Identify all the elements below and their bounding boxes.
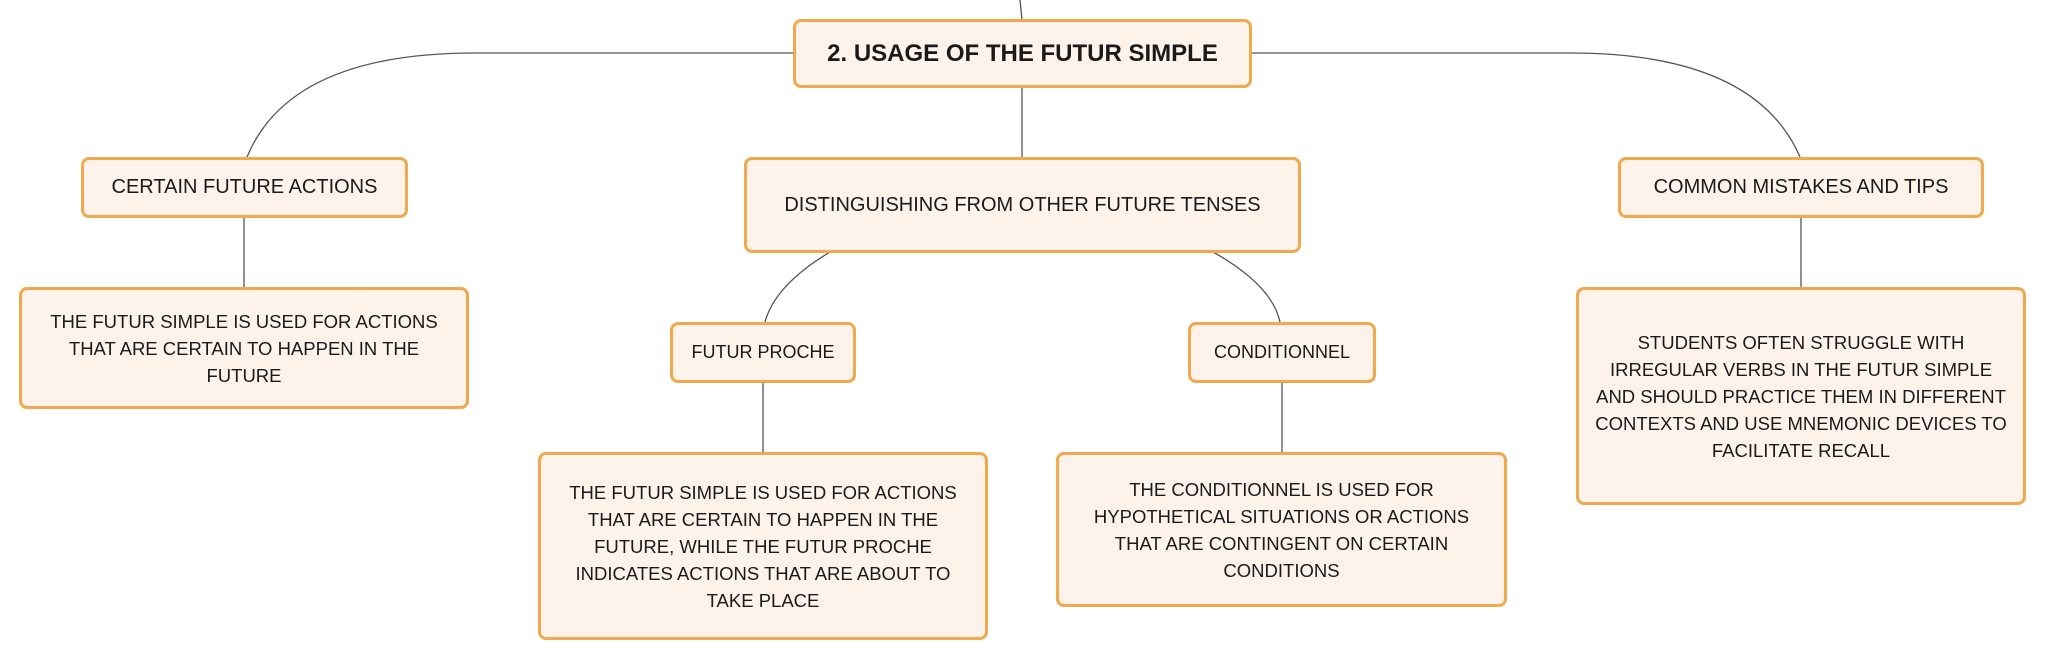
connector-distinguishing-to-futur-proche (764, 251, 831, 323)
common-mistakes-label: COMMON MISTAKES AND TIPS (1653, 176, 1949, 198)
mistakes-detail[interactable]: STUDENTS OFTEN STRUGGLE WITH IRREGULAR V… (1576, 287, 2026, 505)
futur-proche-label: FUTUR PROCHE (691, 342, 835, 362)
futur-proche-detail-text: THE FUTUR SIMPLE IS USED FOR ACTIONS THA… (569, 481, 957, 611)
futur-proche-node[interactable]: FUTUR PROCHE (670, 322, 856, 383)
root-node[interactable]: 2. USAGE OF THE FUTUR SIMPLE (793, 19, 1252, 88)
connector-root-to-certain (246, 52, 795, 158)
connector-root-to-mistakes (1250, 52, 1801, 158)
connector-distinguishing-to-conditionnel (1212, 251, 1281, 323)
certain-future-actions-detail[interactable]: THE FUTUR SIMPLE IS USED FOR ACTIONS THA… (19, 287, 469, 409)
conditionnel-node[interactable]: CONDITIONNEL (1188, 322, 1376, 383)
certain-future-actions-node[interactable]: CERTAIN FUTURE ACTIONS (81, 157, 408, 218)
certain-future-actions-detail-text: THE FUTUR SIMPLE IS USED FOR ACTIONS THA… (50, 310, 438, 386)
distinguishing-node[interactable]: DISTINGUISHING FROM OTHER FUTURE TENSES (744, 157, 1301, 253)
mistakes-detail-text: STUDENTS OFTEN STRUGGLE WITH IRREGULAR V… (1595, 331, 2007, 461)
common-mistakes-node[interactable]: COMMON MISTAKES AND TIPS (1618, 157, 1984, 218)
conditionnel-detail-text: THE CONDITIONNEL IS USED FOR HYPOTHETICA… (1093, 478, 1470, 581)
root-node-label: 2. USAGE OF THE FUTUR SIMPLE (827, 39, 1218, 67)
conditionnel-label: CONDITIONNEL (1213, 342, 1350, 362)
certain-future-actions-label: CERTAIN FUTURE ACTIONS (111, 176, 378, 198)
futur-proche-detail[interactable]: THE FUTUR SIMPLE IS USED FOR ACTIONS THA… (538, 452, 988, 640)
conditionnel-detail[interactable]: THE CONDITIONNEL IS USED FOR HYPOTHETICA… (1056, 452, 1507, 607)
distinguishing-label: DISTINGUISHING FROM OTHER FUTURE TENSES (784, 193, 1261, 216)
connector-parent-to-root (1019, 0, 1023, 21)
